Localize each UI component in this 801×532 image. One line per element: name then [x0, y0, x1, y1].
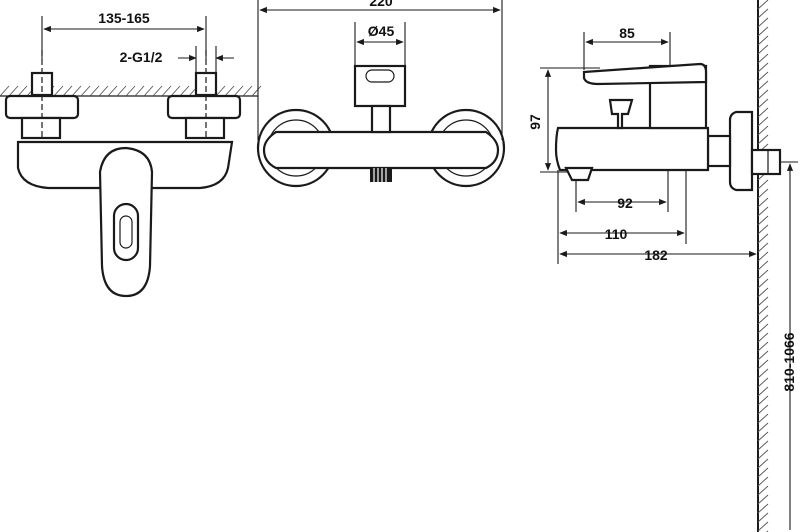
dim-overall-width-label: 220 [369, 0, 393, 9]
top-view: 220 Ø45 [256, 0, 506, 188]
side-spout [564, 166, 594, 182]
side-mixer-body [554, 126, 710, 172]
side-diverter-knob [608, 98, 634, 130]
dim-inlet-spacing: 135-165 [41, 10, 207, 60]
dim-lever-length-label: 85 [619, 25, 635, 41]
dim-handle-diameter-label: Ø45 [368, 23, 395, 39]
side-lever-handle [582, 62, 708, 86]
top-aerator [370, 168, 392, 182]
dim-inlet-thread: 2-G1/2 [120, 46, 234, 72]
dim-mounting-height-label: 810-1066 [781, 332, 797, 391]
front-view: 135-165 2-G1/2 [0, 10, 262, 298]
dim-height: 97 [527, 67, 600, 173]
top-mixer-body [262, 130, 500, 170]
dim-wall-projection: 182 [559, 247, 757, 263]
right-inlet-connector [166, 50, 242, 140]
dim-spout-reach-a: 92 [575, 170, 669, 212]
side-inlet-nut [750, 148, 782, 176]
side-wall-flange [728, 110, 754, 192]
dim-inlet-spacing-label: 135-165 [98, 10, 150, 26]
dim-height-label: 97 [527, 114, 543, 130]
top-cartridge-housing [353, 64, 407, 108]
dim-spout-reach-b: 110 [557, 170, 687, 264]
front-lever-slot [112, 202, 140, 262]
dim-wall-projection-label: 182 [644, 247, 668, 263]
dim-handle-diameter: Ø45 [354, 22, 406, 66]
left-inlet-connector [4, 50, 80, 140]
side-view: 85 97 92 110 182 [527, 0, 798, 532]
dim-lever-length: 85 [583, 25, 671, 70]
dim-spout-reach-b-label: 110 [605, 226, 628, 242]
dim-mounting-height: 810-1066 [780, 161, 798, 530]
side-wall-hatch [757, 0, 769, 532]
dim-overall-width: 220 [257, 0, 503, 140]
dim-spout-reach-a-label: 92 [617, 195, 633, 211]
dim-inlet-thread-label: 2-G1/2 [120, 49, 163, 65]
